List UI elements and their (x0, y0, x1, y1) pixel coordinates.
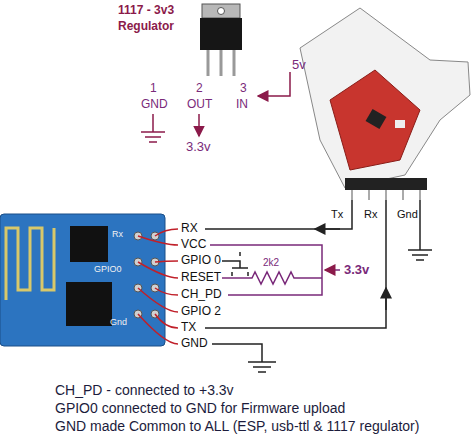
pin-label: RX (180, 222, 199, 235)
pin-number: 1 (150, 82, 157, 95)
pin-label: VCC (180, 238, 207, 251)
ground-symbol (212, 344, 276, 372)
pin-name: OUT (187, 98, 212, 111)
pin-number: 2 (196, 82, 203, 95)
silkscreen-label: GPIO0 (94, 265, 122, 275)
serial-wires (205, 200, 432, 328)
pin-name: GND (141, 98, 168, 111)
pin-label: GPIO 0 (180, 254, 222, 267)
voltage-label: 5v (292, 58, 306, 72)
silkscreen-label: Rx (112, 230, 123, 240)
pin-label: Rx (363, 208, 378, 220)
regulator-symbol (200, 4, 242, 76)
pin-label: TX (180, 321, 197, 334)
pin-number: 3 (240, 82, 247, 95)
pin-label: Gnd (396, 208, 419, 220)
pin-label: CH_PD (180, 288, 223, 301)
pin-label: GND (180, 337, 209, 350)
regulator-wires (141, 72, 290, 142)
esp-01-module (0, 214, 165, 346)
pin-label: GPIO 2 (180, 305, 222, 318)
part-title: 1117 - 3v3 (118, 4, 174, 17)
note-text: GPIO0 connected to GND for Firmware uplo… (55, 401, 345, 416)
silkscreen-label: Gnd (110, 318, 127, 328)
note-text: CH_PD - connected to +3.3v (55, 383, 234, 398)
supply-wires (210, 245, 340, 295)
pin-leads (138, 229, 178, 344)
usb-ttl-adapter (300, 8, 470, 200)
pin-label: Tx (330, 208, 344, 220)
part-title: Regulator (118, 20, 174, 33)
pin-label: RESET (180, 271, 222, 284)
pin-name: IN (236, 98, 248, 111)
note-text: GND made Common to ALL (ESP, usb-ttl & 1… (55, 419, 419, 434)
push-switch (222, 252, 248, 276)
voltage-label: 3.3v (343, 263, 370, 277)
voltage-label: 3.3v (186, 140, 211, 154)
resistor-value: 2k2 (262, 257, 280, 268)
